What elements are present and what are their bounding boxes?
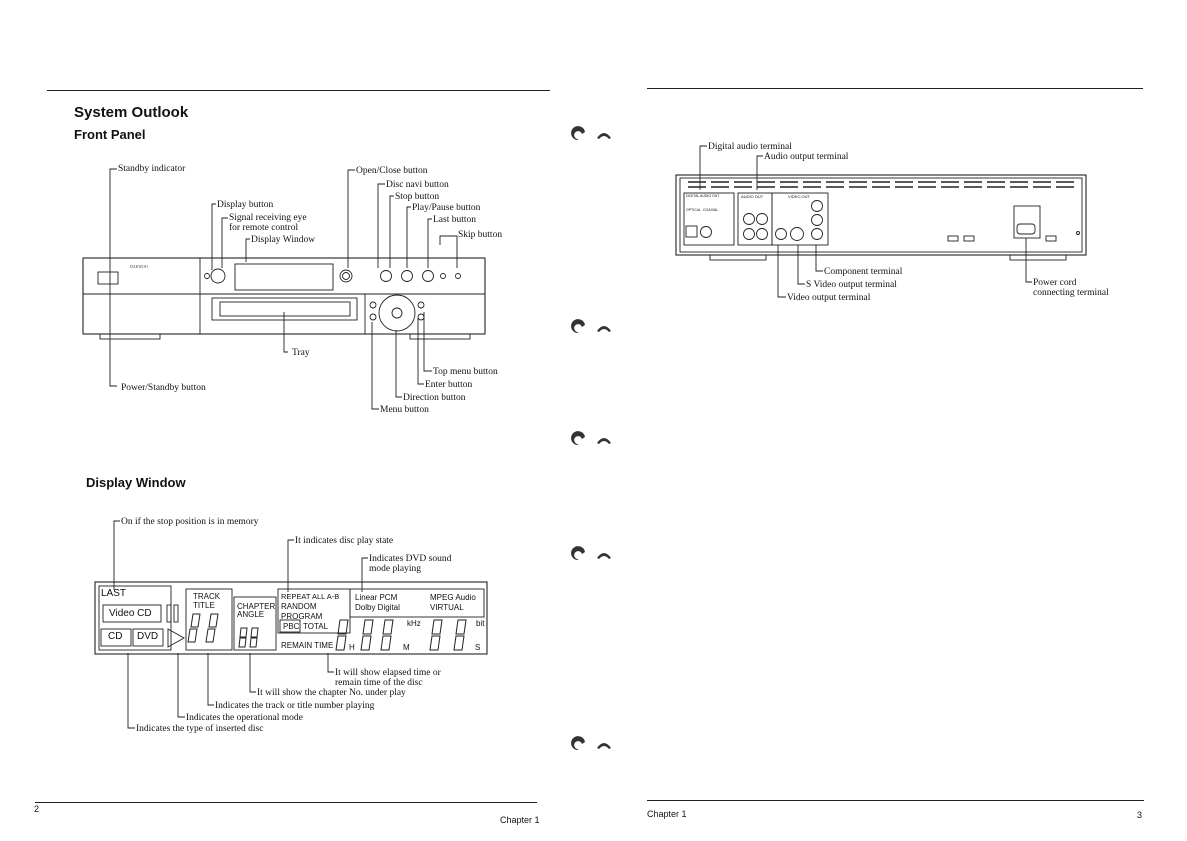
binding-hole-icon (571, 546, 585, 560)
label-svideo: S Video output terminal (806, 280, 897, 290)
front-panel-heading: Front Panel (74, 127, 146, 142)
seg-pbc: PBC (283, 622, 300, 631)
rear-audio-out: AUDIO OUT (741, 194, 764, 199)
label-signal-eye: Signal receiving eye for remote control (229, 213, 307, 233)
bottom-rule-right (647, 800, 1144, 801)
front-panel-diagram: DAEWOO (82, 168, 486, 410)
binding-holes (571, 126, 611, 750)
label-power-standby: Power/Standby button (121, 383, 206, 393)
label-open-close: Open/Close button (356, 166, 428, 176)
label-skip: Skip button (458, 230, 503, 240)
display-window-diagram (94, 520, 488, 729)
seg-mpeg: MPEG Audio (430, 593, 476, 602)
seg-chapter: CHAPTER (237, 602, 276, 611)
seg-program: PROGRAM (281, 612, 323, 621)
bottom-rule-left (35, 802, 537, 803)
binding-hole-icon (597, 553, 611, 559)
binding-hole-icon (571, 126, 585, 140)
label-display-window: Display Window (251, 235, 316, 245)
label-audio-output: Audio output terminal (764, 152, 849, 162)
label-tray: Tray (292, 348, 310, 358)
seg-title: TITLE (193, 601, 215, 610)
seg-total: TOTAL (303, 622, 329, 631)
binding-hole-icon (597, 743, 611, 749)
label-digital-audio: Digital audio terminal (708, 142, 792, 152)
seg-bit: bit (476, 619, 485, 628)
seg-linear-pcm: Linear PCM (355, 593, 398, 602)
label-video-output: Video output terminal (787, 293, 871, 303)
top-rule-left (47, 90, 550, 91)
rear-panel-diagram (675, 145, 1087, 298)
label-last: Last button (433, 215, 477, 225)
label-enter: Enter button (425, 380, 473, 390)
callout-track-title: Indicates the track or title number play… (215, 701, 375, 711)
rear-video-out: VIDEO OUT (788, 194, 811, 199)
page-number-right: 3 (1137, 810, 1143, 820)
binding-hole-icon (597, 438, 611, 444)
seg-s: S (475, 643, 481, 652)
seg-cd: CD (108, 631, 123, 642)
rear-coaxial: COAXIAL (703, 208, 719, 212)
seg-dvd: DVD (137, 631, 159, 642)
binding-hole-icon (571, 736, 585, 750)
top-rule-right (647, 88, 1143, 89)
page-title: System Outlook (74, 104, 189, 121)
seg-random: RANDOM (281, 602, 317, 611)
seg-repeat: REPEAT ALL A-B (281, 592, 340, 601)
callout-dvd-sound: Indicates DVD sound mode playing (369, 554, 452, 574)
label-menu: Menu button (380, 405, 429, 415)
page-number-left: 2 (34, 804, 40, 814)
label-component: Component terminal (824, 267, 903, 277)
callout-chapter-no: It will show the chapter No. under play (257, 688, 406, 698)
seg-virtual: VIRTUAL (430, 603, 464, 612)
callout-operational: Indicates the operational mode (186, 713, 303, 723)
seg-dolby: Dolby Digital (355, 603, 400, 612)
rear-digital-out: DIGITAL AUDIO OUT (686, 194, 720, 198)
seg-m: M (403, 643, 410, 652)
seg-h: H (349, 643, 355, 652)
footer-right: Chapter 1 (647, 809, 687, 819)
seg-last: LAST (101, 588, 127, 599)
seg-khz: kHz (407, 619, 421, 628)
seg-track: TRACK (193, 592, 221, 601)
label-top-menu: Top menu button (433, 367, 498, 377)
svg-text:DAEWOO: DAEWOO (130, 264, 148, 269)
label-standby-indicator: Standby indicator (118, 164, 186, 174)
label-direction: Direction button (403, 393, 466, 403)
callout-play-state: It indicates disc play state (295, 536, 394, 546)
callout-stop-memory: On if the stop position is in memory (121, 517, 259, 527)
binding-hole-icon (571, 431, 585, 445)
rear-optical: OPTICAL (686, 208, 701, 212)
footer-left: Chapter 1 (500, 815, 540, 825)
seg-remain-time: REMAIN TIME (281, 641, 334, 650)
label-play-pause: Play/Pause button (412, 203, 481, 213)
label-disc-navi: Disc navi button (386, 180, 449, 190)
label-display-button: Display button (217, 200, 274, 210)
label-stop: Stop button (395, 192, 440, 202)
seg-video-cd: Video CD (109, 608, 152, 619)
binding-hole-icon (597, 326, 611, 332)
seg-angle: ANGLE (237, 610, 265, 619)
display-window-heading: Display Window (86, 475, 186, 490)
callout-elapsed: It will show elapsed time or remain time… (335, 668, 441, 688)
binding-hole-icon (571, 319, 585, 333)
binding-hole-icon (597, 133, 611, 139)
label-power-cord: Power cord connecting terminal (1033, 278, 1109, 298)
callout-disc-type: Indicates the type of inserted disc (136, 724, 264, 734)
